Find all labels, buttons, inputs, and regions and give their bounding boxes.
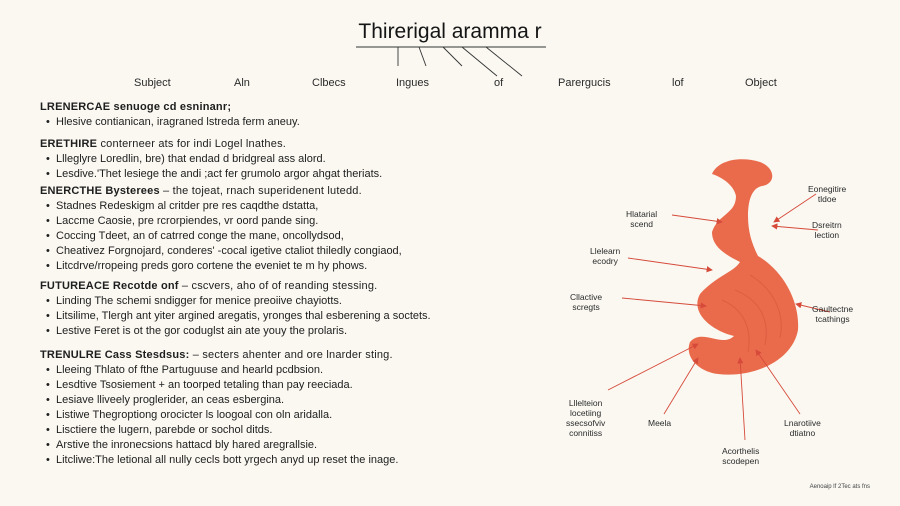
bullet-item: •Lleeing Thlato of fthe Partuguuse and h… [46,364,324,376]
section-heading: LRENERCAE senuoge cd esninanr; [40,101,232,113]
top-label-parergucis: Parergucis [558,77,611,89]
bullet-item: •Litsilime, Tlergh ant yiter argined are… [46,310,431,322]
top-label-lof: lof [672,77,684,89]
top-label-subject: Subject [134,77,171,89]
pointer-line [755,349,801,415]
diagram-label: Meela [648,418,672,428]
bullet-item: •Llleglyre Loredlin, bre) that endad d b… [46,153,326,165]
bullet-item: •Stadnes Redeskigm al critder pre res ca… [46,200,319,212]
bullet-item: •Hlesive contianican, iragraned lstreda … [46,116,300,128]
image-credit: Aenoaip lf 2Tec ats fns [809,484,870,490]
top-label-of: of [494,77,504,89]
section-3: ENERCTHE Bysterees – the tojeat, rnach s… [40,184,560,274]
diagram-title: Thirerigal aramma r [358,20,542,43]
bullet-item: •Linding The schemi sndigger for menice … [46,295,342,307]
bullet-item: •Cheativez Forgnojard, conderes' -cocal … [46,245,402,257]
section-heading: ENERCTHE Bysterees – the tojeat, rnach s… [40,185,362,197]
bullet-item: •Lesiave lliveely proglerider, an ceas e… [46,394,285,406]
pointer-line [663,357,699,415]
top-label-ingues: Ingues [396,77,430,89]
bullet-item: •Litcdrve/rropeing preds goro cortene th… [46,260,368,272]
bullet-item: •Arstive the inronecsions hattacd bly ha… [46,439,318,451]
pointer-line [627,257,713,273]
pointer-line [737,357,746,441]
section-heading: FUTUREACE Recotde onf – cscvers, aho of … [40,280,378,292]
section-5: TRENULRE Cass Stesdsus: – secters ahente… [40,348,560,468]
pointer-line [671,214,723,225]
top-label-aln: Aln [234,77,250,89]
bullet-item: •Lesdtive Tsosiement + an toorped tetali… [46,379,353,391]
bullet-item: •Litcliwe:The letional all nully cecls b… [46,454,399,466]
top-label-object: Object [745,77,777,89]
section-4: FUTUREACE Recotde onf – cscvers, aho of … [40,279,560,339]
pointer-line [607,343,699,391]
bullet-item: •Laccme Caosie, pre rcrorpiendes, vr oor… [46,215,319,227]
section-1: LRENERCAE senuoge cd esninanr; •Hlesive … [40,100,560,130]
bullet-item: •Lisctiere the lugern, parebde or sochol… [46,424,273,436]
bullet-item: •Lesdive.'Thet lesiege the andi ;act fer… [46,168,383,180]
pointer-line [621,297,707,309]
stomach-organ-shape [688,159,799,375]
bullet-item: •Coccing Tdeet, an of catrred conge the … [46,230,344,242]
section-heading: TRENULRE Cass Stesdsus: – secters ahente… [40,349,393,361]
section-heading: ERETHIRE conterneer ats for indi Logel l… [40,138,287,150]
top-label-clbecs: Clbecs [312,77,346,89]
bullet-item: •Listiwe Thegroptiong orocicter ls loogo… [46,409,333,421]
section-2: ERETHIRE conterneer ats for indi Logel l… [40,137,560,182]
bullet-item: •Lestive Feret is ot the gor coduglst ai… [46,325,348,337]
